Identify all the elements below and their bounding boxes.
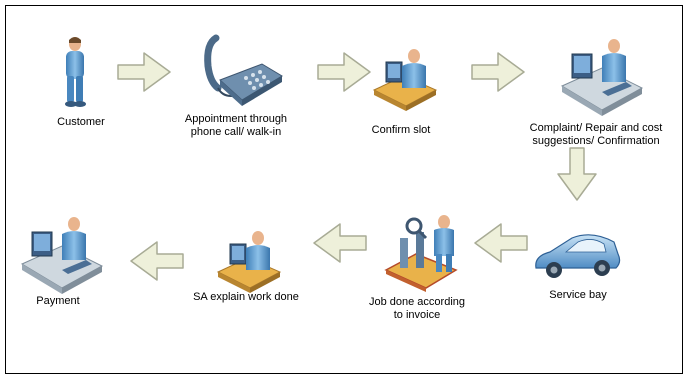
arrow-complaint-to-service-bay: [557, 147, 597, 201]
step-label-sa-explain: SA explain work done: [193, 291, 299, 303]
arrow-sa-explain-to-payment: [130, 241, 184, 281]
desk-clerk-icon: [372, 49, 438, 111]
diagram-canvas: [20, 34, 644, 294]
step-label-confirm-slot: Confirm slot: [371, 124, 431, 136]
diagram-frame: Customer Appointment through phone call/…: [5, 5, 683, 374]
car-icon: [535, 234, 621, 278]
arrow-job-done-to-sa-explain: [313, 223, 367, 263]
cashier-desk-icon: [20, 217, 104, 294]
step-label-service-bay: Service bay: [549, 289, 607, 301]
arrow-customer-to-appointment: [117, 52, 171, 92]
arrow-appointment-to-confirm: [317, 52, 371, 92]
desk-clerk-icon: [216, 231, 282, 293]
step-label-job-done: Job done according to invoice: [368, 296, 465, 321]
arrow-confirm-to-complaint: [471, 52, 525, 92]
telephone-icon: [204, 34, 283, 106]
arrow-service-bay-to-job-done: [474, 223, 528, 263]
step-label-customer: Customer: [57, 116, 105, 128]
mechanic-inspection-icon: [384, 215, 458, 292]
step-label-appointment: Appointment through phone call/ walk-in: [184, 113, 288, 138]
step-label-payment: Payment: [36, 295, 80, 307]
step-label-complaint: Complaint/ Repair and cost suggestions/ …: [529, 122, 663, 147]
customer-person-icon: [65, 37, 86, 107]
service-advisor-desk-icon: [560, 39, 644, 116]
